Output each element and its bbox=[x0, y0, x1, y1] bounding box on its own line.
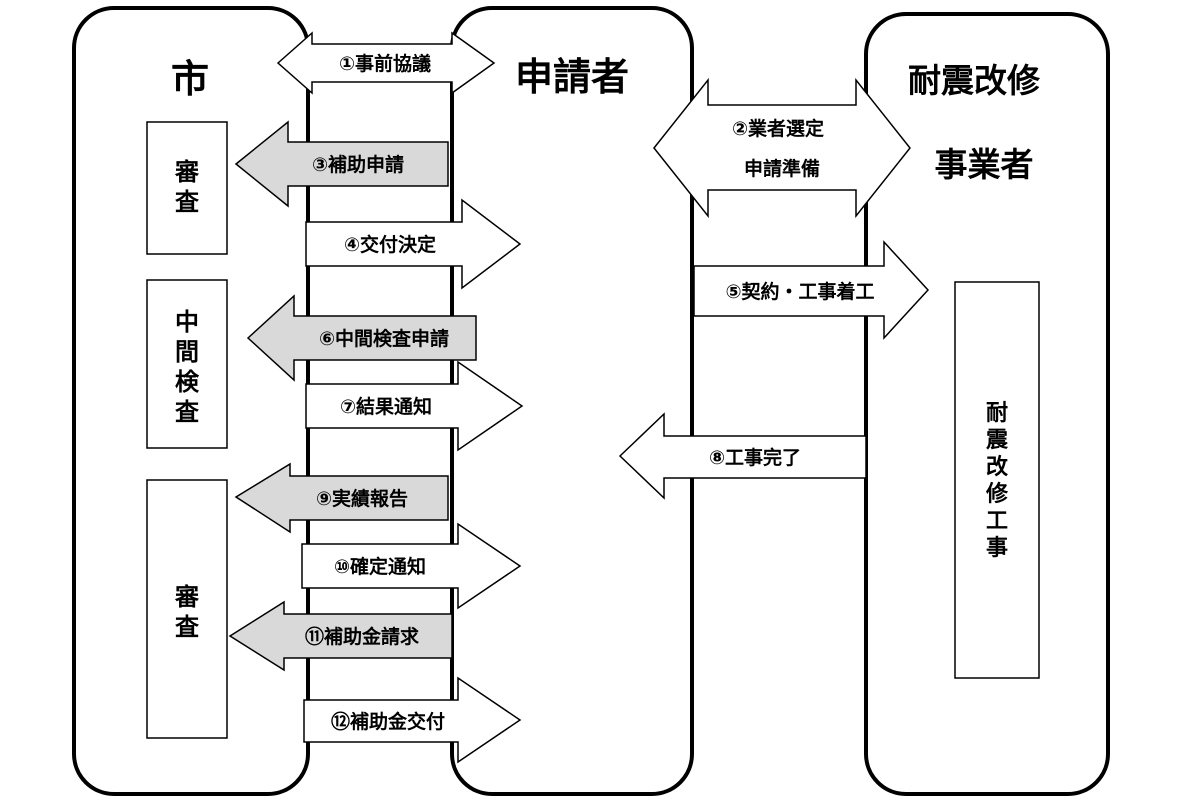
construction-box-char-3: 改 bbox=[986, 454, 1009, 480]
lane-contractor-title-1: 耐震改修 bbox=[908, 61, 1041, 100]
midcheck-box-char-2: 間 bbox=[175, 338, 199, 366]
construction-box-char-4: 修 bbox=[985, 481, 1009, 507]
step-1-label: ①事前協議 bbox=[339, 52, 431, 75]
arrow-step-3 bbox=[234, 120, 449, 208]
review-box-1 bbox=[146, 121, 228, 255]
arrow-step-4 bbox=[305, 198, 522, 290]
midcheck-box-char-3: 検 bbox=[175, 368, 200, 396]
arrow-step-5 bbox=[693, 240, 930, 340]
construction-box-char-1: 耐 bbox=[986, 401, 1008, 426]
review-box-2 bbox=[146, 479, 228, 739]
arrow-step-7 bbox=[305, 360, 524, 452]
step-4-label: ④交付決定 bbox=[344, 233, 436, 256]
construction-box-char-2: 震 bbox=[986, 428, 1009, 453]
review-box-2-char-1: 審 bbox=[174, 583, 200, 611]
midcheck-box-char-4: 査 bbox=[175, 398, 199, 426]
step-6-label: ⑥中間検査申請 bbox=[319, 327, 449, 350]
step-2-label-1: ②業者選定 bbox=[732, 117, 824, 140]
construction-box-char-5: 工 bbox=[986, 509, 1008, 534]
step-11-label: ⑪補助金請求 bbox=[305, 625, 420, 648]
lane-contractor-title-2: 事業者 bbox=[935, 145, 1034, 184]
step-9-label: ⑨実績報告 bbox=[316, 487, 408, 510]
step-2-label-2: 申請準備 bbox=[744, 157, 820, 180]
step-5-label: ⑤契約・工事着工 bbox=[725, 280, 874, 303]
lane-applicant-title: 申請者 bbox=[515, 55, 629, 99]
lane-city-title: 市 bbox=[171, 57, 209, 101]
arrow-step-1 bbox=[276, 31, 496, 95]
arrow-step-6 bbox=[246, 294, 477, 382]
step-7-label: ⑦結果通知 bbox=[340, 395, 432, 418]
construction-box bbox=[954, 281, 1040, 679]
review-box-1-char-2: 査 bbox=[175, 188, 199, 216]
midcheck-box-char-1: 中 bbox=[175, 308, 199, 336]
step-3-label: ③補助申請 bbox=[312, 153, 404, 176]
arrow-step-10 bbox=[301, 522, 522, 610]
arrow-step-8 bbox=[618, 412, 867, 500]
step-10-label: ⑩確定通知 bbox=[334, 555, 426, 578]
review-box-1-char-1: 審 bbox=[174, 158, 200, 186]
step-12-label: ⑫補助金交付 bbox=[331, 710, 445, 733]
arrow-step-11 bbox=[228, 600, 453, 672]
arrow-step-12 bbox=[303, 676, 522, 764]
construction-box-char-6: 事 bbox=[986, 535, 1008, 561]
midcheck-box bbox=[146, 279, 228, 449]
arrow-step-9 bbox=[234, 462, 449, 534]
review-box-2-char-2: 査 bbox=[175, 613, 199, 641]
step-8-label: ⑧工事完了 bbox=[709, 446, 801, 469]
arrow-step-2 bbox=[653, 77, 911, 219]
